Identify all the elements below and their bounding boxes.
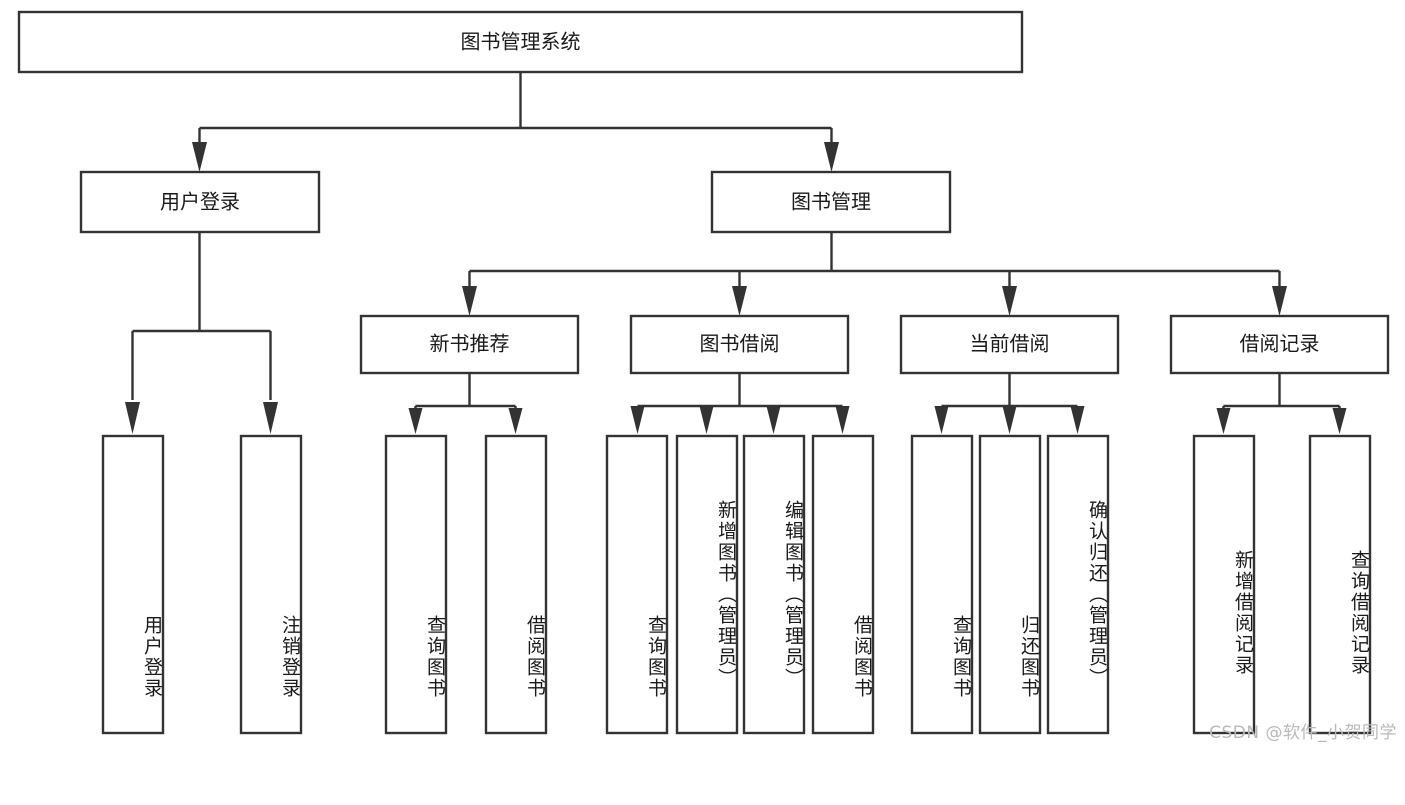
node-book-borrow-box[interactable] xyxy=(629,314,850,375)
node-book-manage-box[interactable] xyxy=(710,170,952,234)
node-leaf-query-record-box[interactable] xyxy=(1308,434,1372,735)
node-current-borrow-box[interactable] xyxy=(899,314,1120,375)
arrow-to-leaf-return-book xyxy=(1002,406,1017,434)
node-root-label: 图书管理系统 xyxy=(461,30,581,54)
node-leaf-add-record-box[interactable] xyxy=(1192,434,1256,735)
node-leaf-borrow-book-2-box[interactable] xyxy=(811,434,875,735)
csdn-watermark: CSDN @软件_小贺同学 xyxy=(1209,723,1397,743)
node-leaf-confirm-return-box[interactable] xyxy=(1046,434,1110,735)
arrow-to-leaf-query-record xyxy=(1332,408,1347,434)
node-leaf-edit-book-box[interactable] xyxy=(742,434,806,735)
arrow-to-leaf-query-book-1 xyxy=(408,408,423,434)
node-current-borrow-label: 当前借阅 xyxy=(970,332,1050,356)
arrow-to-new-book-recommend xyxy=(462,286,477,316)
arrow-to-leaf-confirm-return xyxy=(1070,406,1085,434)
arrow-to-book-manage xyxy=(824,142,839,172)
node-user-login-box[interactable] xyxy=(79,170,321,234)
node-book-manage-label: 图书管理 xyxy=(791,190,871,214)
node-leaf-query-book-1-box[interactable] xyxy=(384,434,448,735)
arrow-to-book-borrow xyxy=(732,286,747,316)
arrow-to-leaf-add-book xyxy=(699,406,714,434)
node-leaf-return-book-box[interactable] xyxy=(978,434,1042,735)
node-leaf-query-book-2-box[interactable] xyxy=(605,434,669,735)
arrow-to-leaf-query-book-3 xyxy=(934,406,949,434)
node-leaf-query-book-3-box[interactable] xyxy=(910,434,974,735)
node-borrow-record-box[interactable] xyxy=(1169,314,1390,375)
arrow-to-leaf-add-record xyxy=(1216,408,1231,434)
arrow-to-current-borrow xyxy=(1002,286,1017,316)
arrow-to-leaf-borrow-book-1 xyxy=(508,408,523,434)
node-leaf-add-book-box[interactable] xyxy=(675,434,739,735)
arrow-to-leaf-borrow-book-2 xyxy=(835,406,850,434)
node-root-box[interactable] xyxy=(17,10,1024,74)
arrow-to-leaf-query-book-2 xyxy=(630,406,645,434)
node-new-book-recommend-box[interactable] xyxy=(359,314,580,375)
arrow-to-borrow-record xyxy=(1272,286,1287,316)
node-leaf-borrow-book-1-box[interactable] xyxy=(484,434,548,735)
node-leaf-user-login-box[interactable] xyxy=(101,434,165,735)
hierarchy-tree-svg: 图书管理系统 用户登录 图书管理 新书推荐 图书借阅 当前借阅 借阅记录 xyxy=(17,10,1390,735)
node-book-borrow-label: 图书借阅 xyxy=(700,332,780,356)
diagram-canvas: 图书管理系统 用户登录 图书管理 新书推荐 图书借阅 当前借阅 借阅记录 xyxy=(17,10,1397,743)
connector-layer xyxy=(125,72,1347,434)
arrow-to-leaf-user-login xyxy=(125,402,140,434)
node-user-login-label: 用户登录 xyxy=(160,190,240,214)
node-new-book-recommend-label: 新书推荐 xyxy=(430,332,510,356)
node-leaf-user-logout-box[interactable] xyxy=(239,434,303,735)
arrow-to-leaf-user-logout xyxy=(263,402,278,434)
node-borrow-record-label: 借阅记录 xyxy=(1240,332,1320,356)
arrow-to-leaf-edit-book xyxy=(766,406,781,434)
node-layer: 图书管理系统 用户登录 图书管理 新书推荐 图书借阅 当前借阅 借阅记录 xyxy=(17,10,1390,735)
arrow-to-user-login xyxy=(192,142,207,172)
